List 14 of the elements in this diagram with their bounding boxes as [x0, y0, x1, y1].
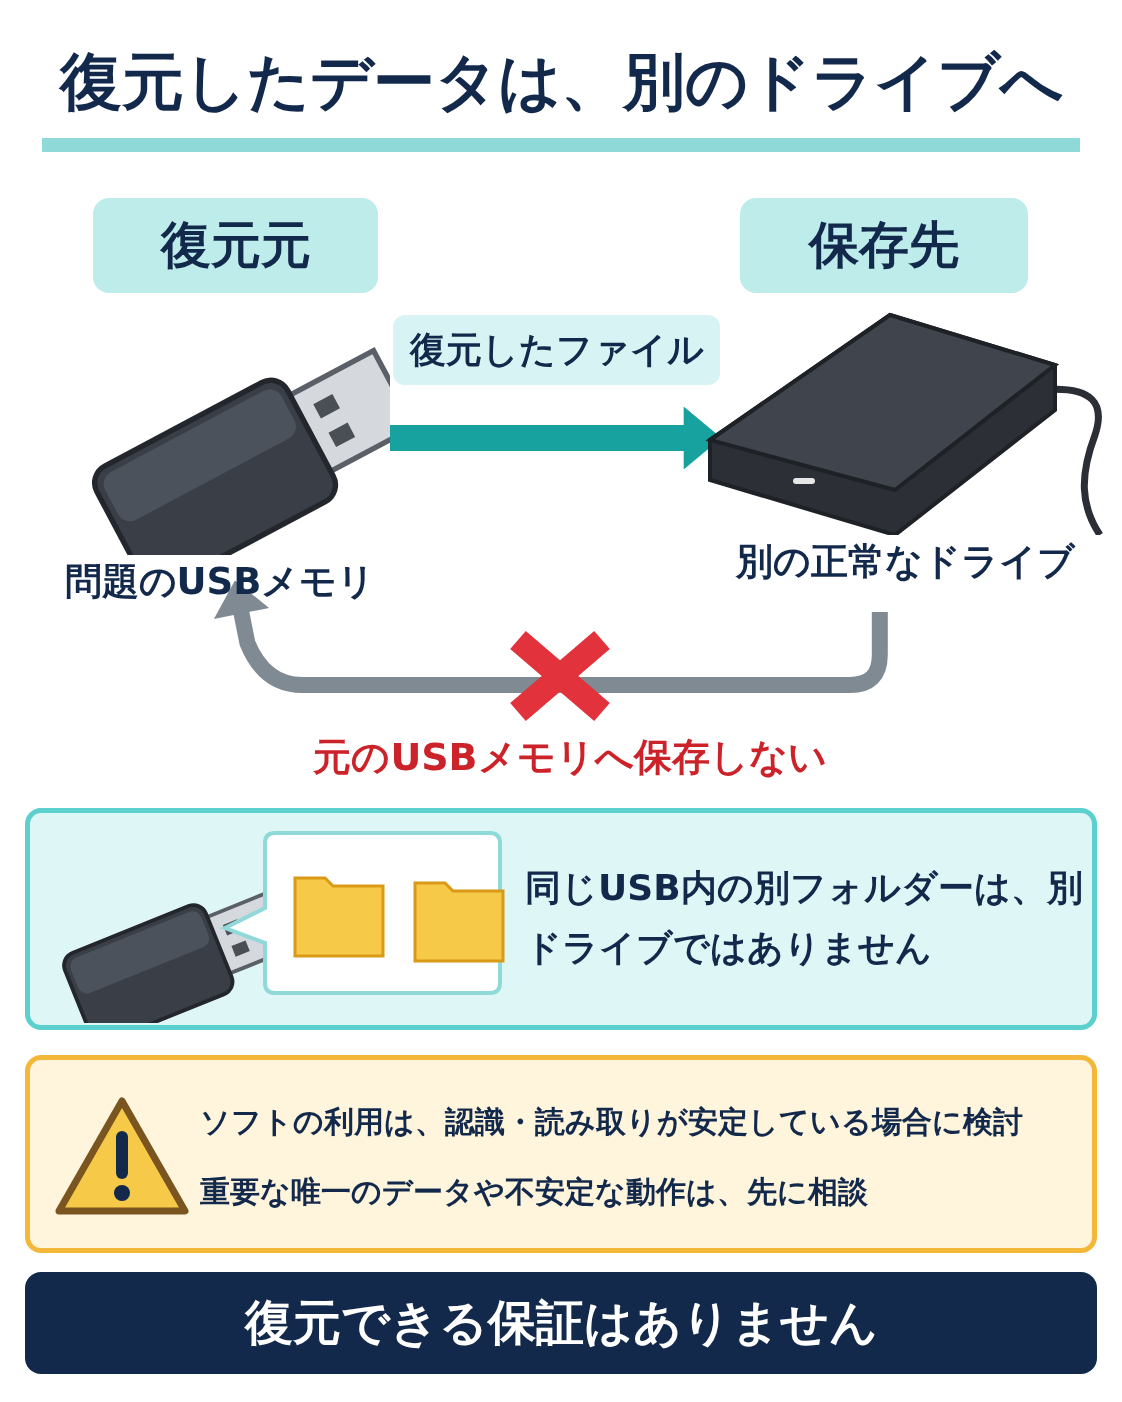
info-panel — [25, 808, 1097, 1030]
title: 復元したデータは、別のドライブへ — [42, 40, 1080, 152]
arrow — [213, 580, 888, 693]
category-box: 保存先 — [740, 198, 1028, 293]
notice-bar: 復元できる保証はありません — [25, 1272, 1097, 1374]
category-box: 復元元 — [93, 198, 378, 293]
caption-text: 別の正常なドライブ — [734, 539, 1077, 585]
caption-text: 問題のUSBメモリ — [63, 559, 377, 605]
edge-label: 復元したファイル — [393, 315, 720, 385]
warning-panel — [25, 1055, 1097, 1253]
panel-text: 重要な唯一のデータや不安定な動作は、先に相談 — [200, 1173, 869, 1211]
panel-text: 同じUSB内の別フォルダーは、別ドライブではありません — [525, 866, 1084, 970]
edge-label: 元のUSBメモリへ保存しない — [312, 734, 828, 781]
panel-text: ソフトの利用は、認識・読み取りが安定している場合に検討 — [200, 1103, 1024, 1141]
